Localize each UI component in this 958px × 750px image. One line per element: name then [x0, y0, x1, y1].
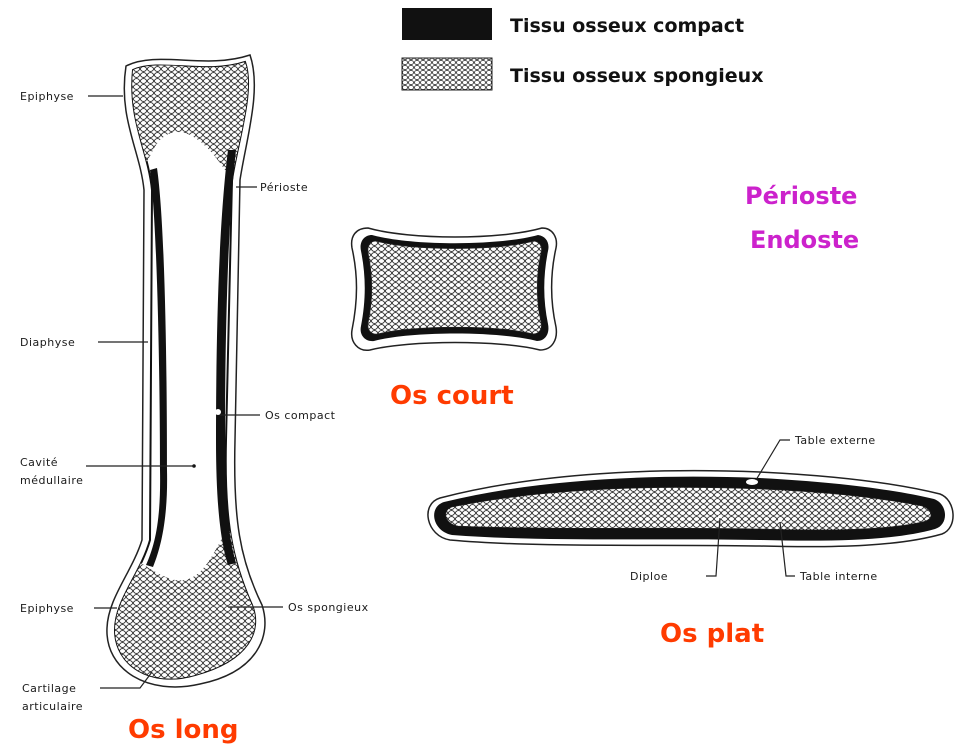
label-table-externe: Table externe: [794, 434, 876, 447]
long-bone-spongy-top: [115, 62, 256, 171]
title-os-plat: Os plat: [660, 619, 764, 649]
label-perioste: Périoste: [260, 181, 308, 194]
legend: Tissu osseux compact Tissu osseux spongi…: [401, 8, 763, 91]
long-bone-compact-right: [216, 150, 236, 565]
note-perioste: Périoste: [745, 182, 857, 210]
short-bone-figure: [350, 227, 558, 351]
label-cartilage-line2: articulaire: [22, 700, 83, 713]
long-bone-leaders: [86, 95, 283, 689]
label-cavite-line2: médullaire: [20, 474, 83, 487]
label-cavite-line1: Cavité: [20, 456, 58, 469]
label-table-interne: Table interne: [799, 570, 878, 583]
label-cartilage-line1: Cartilage: [22, 682, 76, 695]
flat-bone-marker-interne: [778, 518, 782, 522]
title-os-court: Os court: [390, 381, 514, 411]
legend-swatch-spongy: [401, 57, 493, 91]
label-os-spongieux: Os spongieux: [288, 601, 369, 614]
flat-bone-figure: [427, 469, 954, 548]
long-bone-foramen: [215, 409, 221, 415]
long-bone-compact-left: [146, 168, 168, 567]
flat-bone-leaders: [706, 439, 795, 577]
label-os-compact: Os compact: [265, 409, 336, 422]
legend-swatch-compact: [402, 8, 492, 40]
label-epiphyse-bottom: Epiphyse: [20, 602, 74, 615]
flat-bone-marker-diploe: [718, 515, 722, 519]
label-diaphyse: Diaphyse: [20, 336, 75, 349]
long-bone-figure: [106, 54, 266, 688]
flat-bone-foramen: [746, 479, 758, 485]
legend-label-spongy: Tissu osseux spongieux: [510, 65, 763, 87]
label-diploe: Diploe: [630, 570, 668, 583]
long-bone-spongy-bottom: [115, 530, 256, 679]
legend-label-compact: Tissu osseux compact: [510, 15, 744, 37]
label-epiphyse-top: Epiphyse: [20, 90, 74, 103]
title-os-long: Os long: [128, 715, 239, 745]
note-endoste: Endoste: [750, 226, 859, 254]
flat-bone-diploe: [445, 487, 932, 531]
short-bone-spongy: [367, 240, 542, 335]
